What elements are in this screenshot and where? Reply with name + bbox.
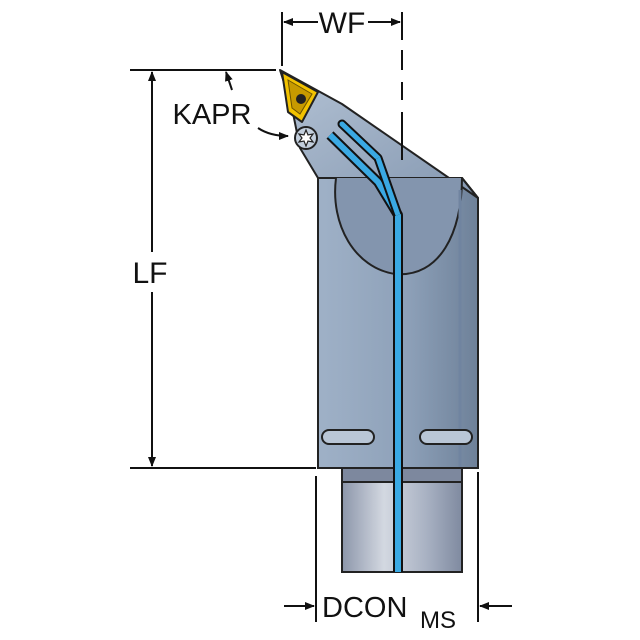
cutting-insert-icon (281, 71, 319, 123)
label-wf: WF (319, 7, 366, 40)
label-dcon-subscript: MS (420, 607, 456, 634)
label-dcon: DCON (322, 592, 407, 624)
torx-screw-icon (294, 126, 318, 150)
dimension-lines (130, 12, 512, 622)
coolant-channel (326, 119, 403, 572)
slot-right (419, 429, 473, 445)
label-lf: LF (132, 257, 167, 290)
slot-left (321, 429, 375, 445)
label-kapr: KAPR (173, 99, 252, 131)
